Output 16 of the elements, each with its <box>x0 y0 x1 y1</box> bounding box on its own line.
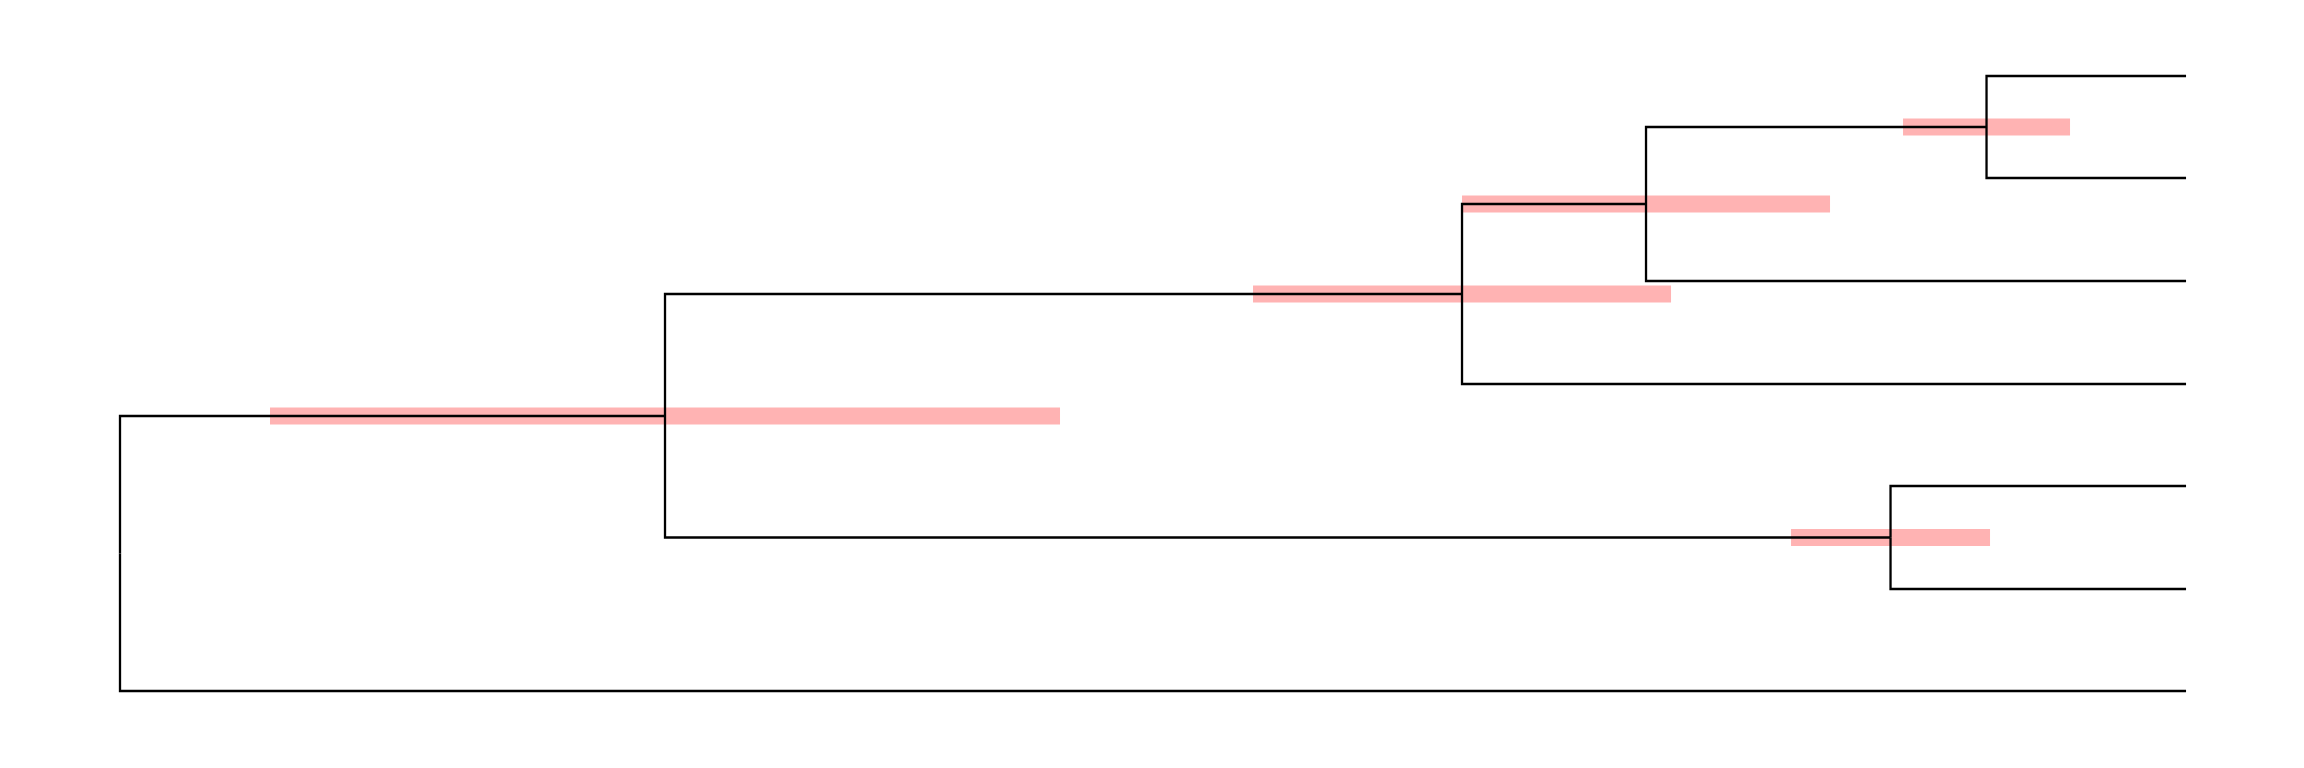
tree-branch <box>1889 537 2187 591</box>
interval-bar <box>1462 195 1831 213</box>
tree-branch <box>663 416 1891 539</box>
interval-bar <box>270 407 1060 425</box>
tree-branch <box>1889 484 2187 538</box>
tree-branch <box>1460 294 2187 386</box>
tree-branch <box>1985 127 2187 180</box>
interval-bar <box>1791 529 1991 546</box>
tree-branch <box>1985 74 2187 127</box>
interval-bar <box>1253 285 1672 303</box>
tree-branch <box>118 414 665 554</box>
tree-branch <box>1460 202 1646 294</box>
interval-bar <box>1903 118 2071 136</box>
tree-branch <box>663 292 1462 416</box>
tree-branch <box>1644 125 1987 204</box>
tree-branch <box>1644 204 2187 283</box>
